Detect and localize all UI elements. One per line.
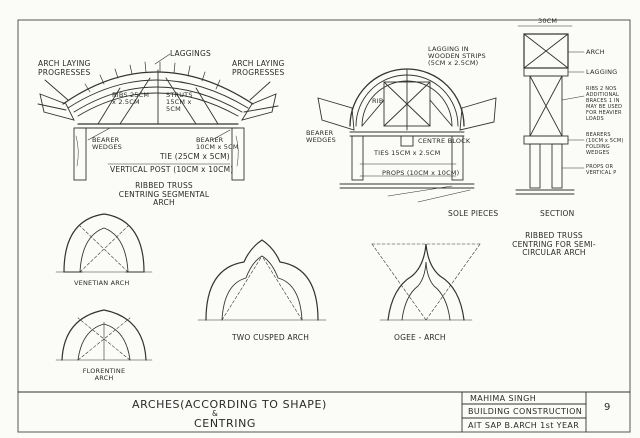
- label-lagging-strips: LAGGING IN WOODEN STRIPS (5CM x 2.5CM): [428, 45, 486, 67]
- semicircular-arch-centring: [317, 68, 497, 203]
- segmental-arch-centring: [37, 53, 279, 181]
- label-tie: TIE (25CM x 5CM): [160, 152, 230, 161]
- sheet-title-amp: &: [212, 409, 219, 418]
- sheet-number: 9: [604, 402, 611, 413]
- caption-segmental: RIBBED TRUSS CENTRING SEGMENTAL ARCH: [118, 181, 210, 207]
- college: AIT SAP B.ARCH 1st YEAR: [468, 421, 580, 430]
- label-section: SECTION: [540, 209, 575, 218]
- label-section-props: PROPS OR VERTICAL P: [586, 164, 617, 176]
- label-section-lagging: LAGGING: [586, 68, 618, 76]
- ogee-arch-figure: [371, 243, 481, 321]
- label-rib: RIB: [372, 97, 384, 105]
- centring-section: [515, 25, 585, 195]
- subject: BUILDING CONSTRUCTION: [468, 407, 583, 416]
- title-block: [17, 391, 631, 433]
- label-two-cusped-arch: TWO CUSPED ARCH: [232, 333, 310, 342]
- label-vertical-post: VERTICAL POST (10CM x 10CM): [110, 165, 234, 174]
- two-cusped-arch-figure: [197, 239, 327, 321]
- label-ribs: RIBS 25CM x 2.5CM: [112, 91, 150, 106]
- label-section-ribs: RIBS 2 NOS ADDITIONAL BRACES 1 IN MAY BE…: [586, 86, 623, 122]
- label-centre-block: CENTRE BLOCK: [418, 137, 471, 145]
- label-section-bearers: BEARERS (10CM x 5CM) FOLDING WEDGES: [586, 132, 624, 156]
- sheet-title: ARCHES(ACCORDING TO SHAPE): [132, 398, 327, 411]
- label-bearer-wedges: BEARER WEDGES: [306, 129, 337, 144]
- label-sole-pieces: SOLE PIECES: [448, 209, 499, 218]
- label-venetian-arch: VENETIAN ARCH: [74, 279, 130, 287]
- sheet-title-centring: CENTRING: [194, 417, 257, 430]
- label-struts: STRUTS 15CM x 5CM: [166, 91, 193, 113]
- label-bearer-wedges-left: BEARER WEDGES: [92, 136, 123, 151]
- venetian-arch-figure: [55, 213, 153, 273]
- label-ogee-arch: OGEE - ARCH: [394, 333, 446, 342]
- label-props: PROPS (10CM x 10CM): [382, 169, 460, 177]
- label-arch-laying-right: ARCH LAYING PROGRESSES: [232, 59, 285, 77]
- label-section-arch: ARCH: [586, 48, 605, 56]
- label-laggings: LAGGINGS: [170, 49, 211, 58]
- caption-semicircular: RIBBED TRUSS CENTRING FOR SEMI-CIRCULAR …: [512, 231, 596, 257]
- label-bearer-right: BEARER 10CM x 5CM: [196, 136, 239, 151]
- florentine-arch-figure: [55, 309, 153, 361]
- label-ties: TIES 15CM x 2.5CM: [374, 149, 441, 157]
- label-arch-laying-left: ARCH LAYING PROGRESSES: [38, 59, 91, 77]
- label-florentine-arch: FLORENTINE ARCH: [82, 367, 126, 382]
- student-name: MAHIMA SINGH: [470, 394, 537, 403]
- sheet-border: [17, 19, 631, 433]
- label-section-dim: 30CM: [538, 17, 558, 25]
